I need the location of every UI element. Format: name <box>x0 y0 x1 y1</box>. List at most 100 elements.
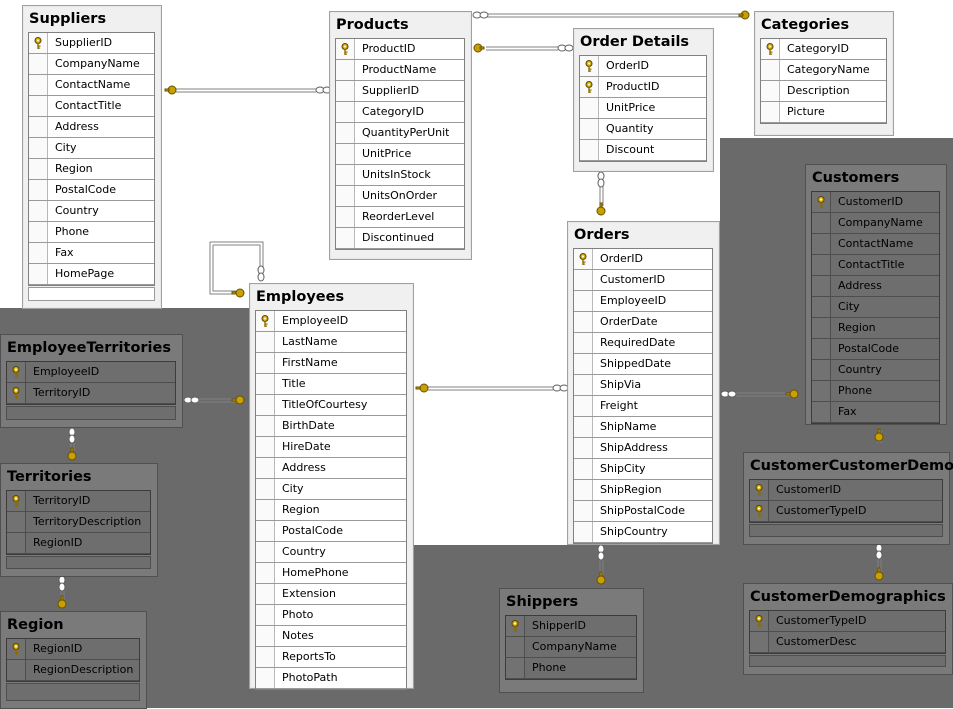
column-row[interactable]: PostalCode <box>29 180 154 201</box>
column-row[interactable]: Fax <box>812 402 939 423</box>
column-row[interactable]: CustomerTypeID <box>750 611 945 632</box>
column-row[interactable]: CustomerID <box>812 192 939 213</box>
column-row[interactable]: Phone <box>29 222 154 243</box>
column-row[interactable]: Region <box>29 159 154 180</box>
column-row[interactable]: CustomerTypeID <box>750 501 942 522</box>
column-row[interactable]: HireDate <box>256 437 406 458</box>
column-row[interactable]: ShipRegion <box>574 480 712 501</box>
column-row[interactable]: City <box>256 479 406 500</box>
column-row[interactable]: CustomerID <box>750 480 942 501</box>
column-row[interactable]: EmployeeID <box>7 362 175 383</box>
column-row[interactable]: ProductName <box>336 60 464 81</box>
column-row[interactable]: Description <box>761 81 886 102</box>
column-row[interactable]: CategoryID <box>761 39 886 60</box>
column-row[interactable]: CategoryID <box>336 102 464 123</box>
column-row[interactable]: TerritoryID <box>7 383 175 404</box>
column-row[interactable]: HomePhone <box>256 563 406 584</box>
column-row[interactable]: RegionID <box>7 533 150 554</box>
column-row[interactable]: SupplierID <box>336 81 464 102</box>
column-row[interactable]: City <box>29 138 154 159</box>
column-row[interactable]: ShipperID <box>506 616 636 637</box>
column-row[interactable]: CustomerDesc <box>750 632 945 653</box>
column-row[interactable]: ProductID <box>580 77 706 98</box>
column-row[interactable]: UnitsOnOrder <box>336 186 464 207</box>
column-row[interactable]: CustomerID <box>574 270 712 291</box>
column-row[interactable]: Discount <box>580 140 706 161</box>
column-row[interactable]: SupplierID <box>29 33 154 54</box>
column-row[interactable]: Address <box>29 117 154 138</box>
column-row[interactable]: ShipCountry <box>574 522 712 543</box>
column-row[interactable]: ShipName <box>574 417 712 438</box>
column-row[interactable]: Photo <box>256 605 406 626</box>
column-row[interactable]: ShipCity <box>574 459 712 480</box>
column-row[interactable]: CompanyName <box>812 213 939 234</box>
column-row[interactable]: QuantityPerUnit <box>336 123 464 144</box>
column-row[interactable]: RequiredDate <box>574 333 712 354</box>
column-row[interactable]: TitleOfCourtesy <box>256 395 406 416</box>
column-row[interactable]: Picture <box>761 102 886 123</box>
column-row[interactable]: TerritoryDescription <box>7 512 150 533</box>
column-row[interactable]: PostalCode <box>812 339 939 360</box>
column-row[interactable]: Address <box>812 276 939 297</box>
column-row[interactable]: CompanyName <box>29 54 154 75</box>
column-row[interactable]: Country <box>256 542 406 563</box>
column-row[interactable]: RegionDescription <box>7 660 139 681</box>
column-row[interactable]: Fax <box>29 243 154 264</box>
column-row[interactable]: UnitPrice <box>580 98 706 119</box>
column-row[interactable]: LastName <box>256 332 406 353</box>
column-row[interactable]: FirstName <box>256 353 406 374</box>
column-row[interactable]: UnitPrice <box>336 144 464 165</box>
column-row[interactable]: OrderDate <box>574 312 712 333</box>
column-row[interactable]: UnitsInStock <box>336 165 464 186</box>
column-row[interactable]: Notes <box>256 626 406 647</box>
column-row[interactable]: Discontinued <box>336 228 464 249</box>
column-row[interactable]: Country <box>29 201 154 222</box>
column-row[interactable]: TerritoryID <box>7 491 150 512</box>
column-row[interactable]: Title <box>256 374 406 395</box>
column-row[interactable]: City <box>812 297 939 318</box>
column-row[interactable]: Address <box>256 458 406 479</box>
column-row[interactable]: EmployeeID <box>256 311 406 332</box>
column-row[interactable]: ShipAddress <box>574 438 712 459</box>
column-row[interactable]: Country <box>812 360 939 381</box>
column-row[interactable]: ProductID <box>336 39 464 60</box>
column-row[interactable]: Phone <box>812 381 939 402</box>
column-row[interactable]: ContactName <box>29 75 154 96</box>
column-row[interactable]: OrderID <box>574 249 712 270</box>
column-row[interactable]: CompanyName <box>506 637 636 658</box>
column-row[interactable]: HomePage <box>29 264 154 285</box>
column-row[interactable]: PhotoPath <box>256 668 406 689</box>
column-row[interactable]: Freight <box>574 396 712 417</box>
column-row[interactable]: RegionID <box>7 639 139 660</box>
column-row[interactable]: OrderID <box>580 56 706 77</box>
column-row[interactable]: ShipPostalCode <box>574 501 712 522</box>
column-row[interactable]: Extension <box>256 584 406 605</box>
column-row[interactable]: ContactTitle <box>29 96 154 117</box>
column-row[interactable]: ShipVia <box>574 375 712 396</box>
column-row[interactable]: CategoryName <box>761 60 886 81</box>
column-row[interactable]: Phone <box>506 658 636 679</box>
column-row[interactable]: Region <box>812 318 939 339</box>
column-row[interactable]: Quantity <box>580 119 706 140</box>
column-row[interactable]: EmployeeID <box>574 291 712 312</box>
column-row[interactable]: BirthDate <box>256 416 406 437</box>
column-row[interactable]: ReorderLevel <box>336 207 464 228</box>
column-row[interactable]: Region <box>256 500 406 521</box>
column-row[interactable]: ReportsTo <box>256 647 406 668</box>
column-row[interactable]: PostalCode <box>256 521 406 542</box>
column-row[interactable]: ShippedDate <box>574 354 712 375</box>
column-row[interactable]: ContactName <box>812 234 939 255</box>
